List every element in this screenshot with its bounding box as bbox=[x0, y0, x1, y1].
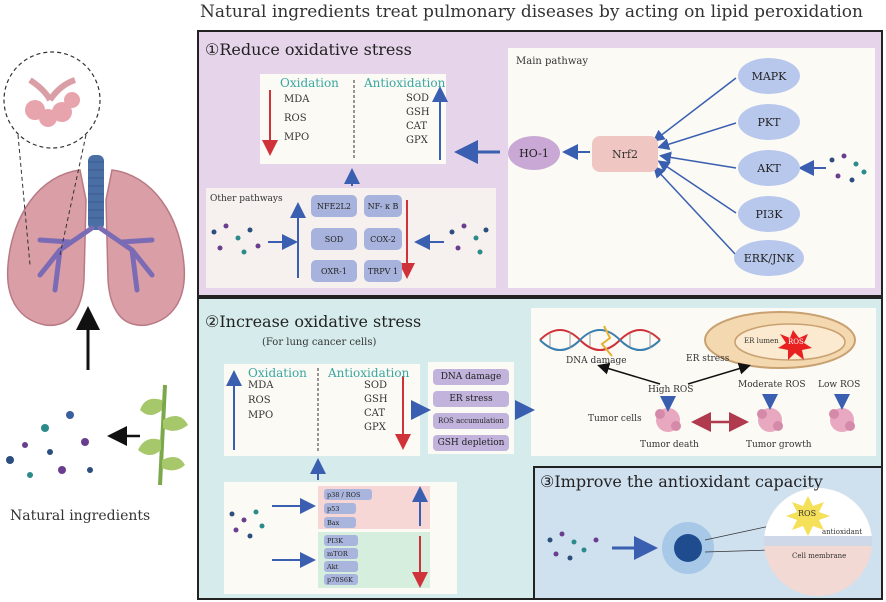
p3-antioxidant-label: antioxidant bbox=[822, 528, 863, 536]
p2-antioxidation-header: Antioxidation bbox=[328, 366, 410, 380]
er-stress-label: ER stress bbox=[686, 354, 730, 364]
panel2-subtitle: (For lung cancer cells) bbox=[262, 337, 377, 348]
p2-anti-item-3: GPX bbox=[364, 422, 386, 433]
er-lumen-label: ER lumen bbox=[744, 337, 779, 345]
p1-oxidation-box bbox=[260, 74, 446, 164]
low-ros-label: Low ROS bbox=[818, 380, 861, 390]
particles-p2 bbox=[229, 509, 265, 539]
up-pathway-2: Bax bbox=[324, 517, 356, 528]
herb-plant-illustration bbox=[138, 384, 188, 486]
other-down-0: NF- κ B bbox=[364, 195, 402, 217]
panel3-title: ③Improve the antioxidant capacity bbox=[540, 472, 823, 491]
er-organelle bbox=[704, 311, 856, 369]
p3-ros-label: ROS bbox=[798, 509, 817, 518]
p2-oxidation-box bbox=[224, 364, 420, 456]
effect-gsh-depletion: GSH depletion bbox=[433, 435, 509, 451]
p1-ox-item-1: ROS bbox=[284, 113, 307, 124]
p1-anti-item-3: GPX bbox=[406, 135, 428, 146]
natural-particles-left bbox=[6, 411, 93, 478]
p2-anti-item-0: SOD bbox=[364, 380, 388, 391]
panel3-graphics bbox=[547, 488, 872, 596]
up-pathway-1: p53 bbox=[324, 503, 356, 514]
down-pathway-1: mTOR bbox=[324, 548, 358, 559]
effect-er-stress: ER stress bbox=[433, 391, 509, 407]
p2-anti-item-2: CAT bbox=[364, 408, 385, 419]
main-pathway-label: Main pathway bbox=[516, 56, 589, 67]
other-pathways-label: Other pathways bbox=[210, 194, 283, 204]
figure-title: Natural ingredients treat pulmonary dise… bbox=[200, 2, 863, 22]
er-ros-label: ROS bbox=[788, 338, 804, 346]
effect-ros-accumulation: ROS accumulation bbox=[433, 413, 509, 429]
p1-ox-item-0: MDA bbox=[284, 94, 310, 105]
up-pathway-0: p38 / ROS bbox=[324, 489, 372, 500]
tumor-growth-label: Tumor growth bbox=[746, 440, 812, 450]
particles-p1 bbox=[211, 153, 867, 255]
p1-ox-item-2: MPO bbox=[284, 132, 310, 143]
other-down-2: TRPV 1 bbox=[364, 260, 402, 282]
moderate-ros-label: Moderate ROS bbox=[738, 380, 806, 390]
kinase-akt: AKT bbox=[738, 150, 800, 186]
panel2-title: ②Increase oxidative stress bbox=[205, 312, 422, 331]
p2-oxidation-header: Oxidation bbox=[248, 366, 307, 380]
p3-cell-membrane-label: Cell membrane bbox=[792, 552, 847, 560]
lungs-illustration bbox=[3, 51, 186, 326]
natural-ingredients-label: Natural ingredients bbox=[10, 508, 151, 524]
p2-anti-item-1: GSH bbox=[364, 394, 388, 405]
tumor-cells-label: Tumor cells bbox=[588, 414, 642, 424]
kinase-pi3k: PI3K bbox=[738, 196, 800, 232]
p2-ox-item-0: MDA bbox=[248, 380, 274, 391]
ho1-node: HO-1 bbox=[508, 136, 560, 170]
p1-anti-item-1: GSH bbox=[406, 107, 430, 118]
other-up-0: NFE2L2 bbox=[311, 195, 357, 217]
down-pathway-0: PI3K bbox=[324, 535, 358, 546]
kinase-erk-jnk: ERK/JNK bbox=[734, 240, 804, 276]
p2-ox-item-1: ROS bbox=[248, 395, 271, 406]
p1-anti-item-2: CAT bbox=[406, 121, 427, 132]
p1-oxidation-header: Oxidation bbox=[280, 76, 339, 90]
dna-damage-label: DNA damage bbox=[566, 356, 627, 366]
high-ros-label: High ROS bbox=[648, 385, 694, 395]
dna-helix bbox=[539, 325, 661, 357]
kinase-pkt: PKT bbox=[738, 104, 800, 140]
tumor-death-label: Tumor death bbox=[640, 440, 699, 450]
tumor-cells bbox=[655, 408, 855, 432]
p1-antioxidation-header: Antioxidation bbox=[364, 76, 446, 90]
down-pathway-2: Akt bbox=[324, 561, 358, 572]
nrf2-node: Nrf2 bbox=[592, 136, 658, 172]
effect-dna-damage: DNA damage bbox=[433, 369, 509, 385]
p1-anti-item-0: SOD bbox=[406, 93, 430, 104]
panel1-title: ①Reduce oxidative stress bbox=[205, 40, 412, 59]
other-up-2: OXR-1 bbox=[311, 260, 357, 282]
other-down-1: COX-2 bbox=[364, 228, 402, 250]
other-up-1: SOD bbox=[311, 228, 357, 250]
kinase-mapk: MAPK bbox=[738, 58, 800, 94]
p2-ox-item-2: MPO bbox=[248, 410, 274, 421]
down-pathway-3: p70S6K bbox=[324, 574, 358, 585]
